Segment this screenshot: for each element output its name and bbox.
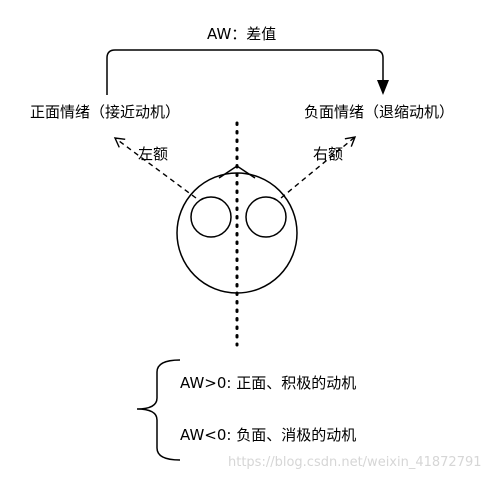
aw-positive-rule: AW>0: 正面、积极的动机 [180, 374, 357, 392]
positive-emotion-label: 正面情绪（接近动机） [30, 103, 181, 121]
left-frontal-electrode [190, 196, 232, 238]
right-dashed-arrow [280, 136, 357, 199]
aw-negative-rule: AW<0: 负面、消极的动机 [180, 426, 357, 444]
curly-brace [136, 359, 181, 461]
right-frontal-electrode [245, 196, 287, 238]
difference-connector-arrow [106, 49, 384, 95]
aw-difference-label: AW：差值 [207, 25, 277, 43]
difference-arrowhead [377, 80, 389, 95]
left-dashed-arrow [113, 137, 197, 199]
watermark-url: https://blog.csdn.net/weixin_41872791 [228, 455, 482, 470]
negative-emotion-label: 负面情绪（退缩动机） [304, 103, 455, 121]
left-forehead-label: 左额 [138, 145, 169, 163]
right-forehead-label: 右额 [313, 145, 344, 163]
